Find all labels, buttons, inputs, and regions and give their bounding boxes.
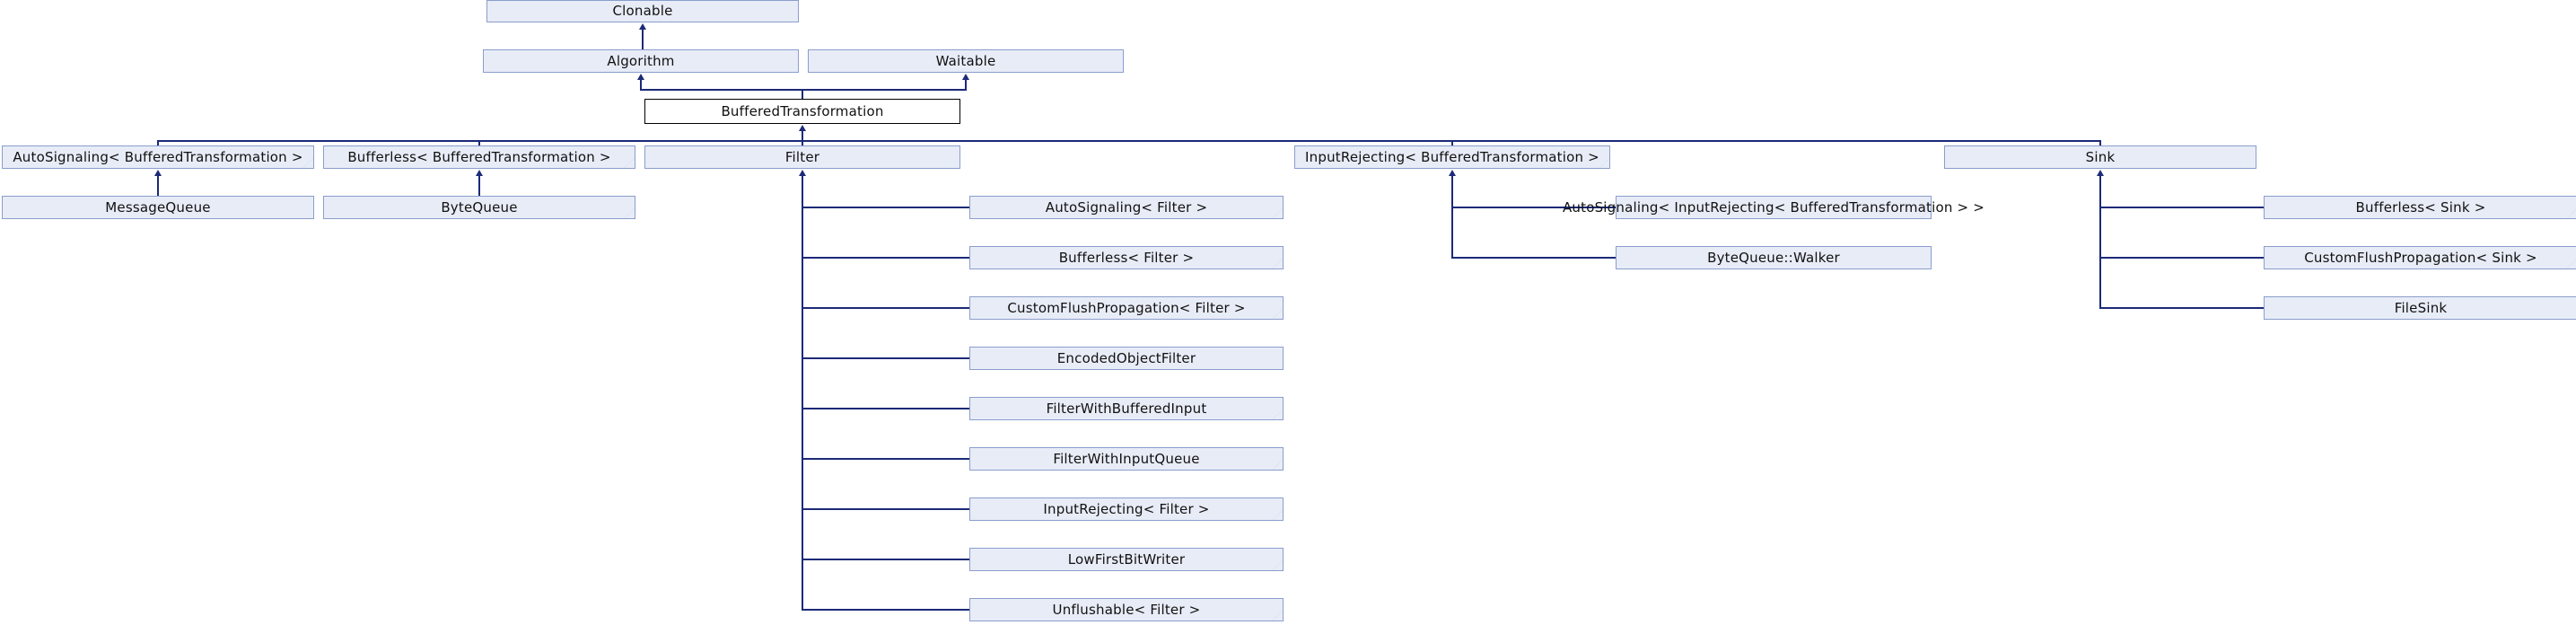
edge-bus-to-autosignaling-bt xyxy=(157,140,159,145)
class-node-label: InputRejecting< BufferedTransformation > xyxy=(1305,148,1599,165)
class-node-customflushpropagation-sink[interactable]: CustomFlushPropagation< Sink > xyxy=(2264,246,2576,269)
edge-algorithm-to-clonable xyxy=(642,29,644,49)
class-node-label: AutoSignaling< Filter > xyxy=(1045,198,1208,216)
edge-filter-to-encodedobjectfilter xyxy=(802,357,969,359)
edge-sink-to-filesink xyxy=(2099,307,2264,309)
class-node-label: EncodedObjectFilter xyxy=(1056,349,1196,366)
class-node-label: AutoSignaling< InputRejecting< BufferedT… xyxy=(1562,198,1985,216)
class-node-autosignaling-filter[interactable]: AutoSignaling< Filter > xyxy=(969,196,1284,219)
class-node-label: Bufferless< Filter > xyxy=(1058,249,1195,266)
edge-bus-bt-parents xyxy=(640,89,967,91)
class-node-lowfirstbitwriter[interactable]: LowFirstBitWriter xyxy=(969,548,1284,571)
class-node-label: Algorithm xyxy=(607,52,675,69)
class-node-label: MessageQueue xyxy=(105,198,211,216)
class-node-label: AutoSignaling< BufferedTransformation > xyxy=(13,148,303,165)
class-node-filter[interactable]: Filter xyxy=(644,145,960,169)
edge-sink-to-customflushpropagation-sink xyxy=(2099,257,2264,259)
edge-bus-bt-children xyxy=(157,140,2101,142)
class-node-autosignaling-inputrejecting-bt[interactable]: AutoSignaling< InputRejecting< BufferedT… xyxy=(1563,196,1985,219)
class-node-label: CustomFlushPropagation< Sink > xyxy=(2304,249,2537,266)
class-node-waitable[interactable]: Waitable xyxy=(808,49,1124,73)
class-node-label: InputRejecting< Filter > xyxy=(1043,500,1210,517)
class-node-autosignaling-bt[interactable]: AutoSignaling< BufferedTransformation > xyxy=(2,145,314,169)
edge-filter-to-filterwithbufferedinput xyxy=(802,408,969,409)
edge-inputrejecting-bt-to-bytequeue-walker xyxy=(1451,257,1616,259)
edge-filter-to-customflushpropagation-filter xyxy=(802,307,969,309)
class-node-label: Sink xyxy=(2085,148,2116,165)
edge-rail-filter xyxy=(802,175,803,610)
edge-filter-to-inputrejecting-filter xyxy=(802,508,969,510)
class-node-clonable[interactable]: Clonable xyxy=(486,0,799,22)
class-node-label: BufferedTransformation xyxy=(721,102,884,119)
class-node-label: FilterWithInputQueue xyxy=(1053,450,1200,467)
arrow-bt-to-algorithm xyxy=(637,74,644,80)
class-node-bufferless-bt[interactable]: Bufferless< BufferedTransformation > xyxy=(323,145,635,169)
class-node-messagequeue[interactable]: MessageQueue xyxy=(2,196,314,219)
arrow-bt-to-waitable xyxy=(962,74,969,80)
class-node-label: Clonable xyxy=(612,3,673,19)
class-node-filesink[interactable]: FileSink xyxy=(2264,296,2576,320)
edge-filter-to-bufferless-filter xyxy=(802,257,969,259)
edge-inputrejecting-bt-to-autosignaling-inputrejecting-bt xyxy=(1451,207,1616,208)
class-node-unflushable-filter[interactable]: Unflushable< Filter > xyxy=(969,598,1284,621)
class-node-label: ByteQueue xyxy=(441,198,518,216)
arrow-children-to-filter xyxy=(799,170,806,176)
arrow-bytequeue-to-bufferless-bt xyxy=(476,170,483,176)
edge-filter-to-unflushable-filter xyxy=(802,609,969,611)
class-node-label: CustomFlushPropagation< Filter > xyxy=(1007,299,1246,316)
class-node-label: Bufferless< Sink > xyxy=(2355,198,2486,216)
arrow-algorithm-to-clonable xyxy=(639,23,646,30)
edge-bus-to-bufferless-bt xyxy=(478,140,480,145)
arrow-children-to-inputrejecting-bt xyxy=(1449,170,1456,176)
arrow-children-to-bt xyxy=(799,125,806,131)
edge-rail-inputrejecting-bt xyxy=(1451,175,1453,258)
class-node-algorithm[interactable]: Algorithm xyxy=(483,49,799,73)
edge-messagequeue-to-autosignaling-bt xyxy=(157,175,159,196)
edge-bt-to-waitable xyxy=(965,79,967,89)
edge-bytequeue-to-bufferless-bt xyxy=(478,175,480,196)
class-node-label: LowFirstBitWriter xyxy=(1067,550,1186,568)
class-node-bufferless-sink[interactable]: Bufferless< Sink > xyxy=(2264,196,2576,219)
class-node-inputrejecting-bt[interactable]: InputRejecting< BufferedTransformation > xyxy=(1294,145,1610,169)
arrow-children-to-sink xyxy=(2097,170,2104,176)
class-node-encodedobjectfilter[interactable]: EncodedObjectFilter xyxy=(969,347,1284,370)
class-node-sink[interactable]: Sink xyxy=(1944,145,2256,169)
edge-bus-to-inputrejecting-bt xyxy=(1451,140,1453,145)
edge-filter-to-lowfirstbitwriter xyxy=(802,559,969,560)
arrow-messagequeue-to-autosignaling-bt xyxy=(154,170,162,176)
class-node-bufferedtransformation[interactable]: BufferedTransformation xyxy=(644,99,960,124)
edge-filter-to-filterwithinputqueue xyxy=(802,458,969,460)
class-node-filterwithinputqueue[interactable]: FilterWithInputQueue xyxy=(969,447,1284,471)
edge-bus-to-bt xyxy=(802,89,803,99)
class-node-label: Unflushable< Filter > xyxy=(1052,601,1201,618)
class-node-bytequeue[interactable]: ByteQueue xyxy=(323,196,635,219)
class-node-label: Bufferless< BufferedTransformation > xyxy=(347,148,611,165)
class-node-label: FilterWithBufferedInput xyxy=(1046,400,1207,417)
edge-bt-to-algorithm xyxy=(640,79,642,89)
class-node-inputrejecting-filter[interactable]: InputRejecting< Filter > xyxy=(969,497,1284,521)
edge-filter-to-autosignaling-filter xyxy=(802,207,969,208)
class-node-bufferless-filter[interactable]: Bufferless< Filter > xyxy=(969,246,1284,269)
class-node-bytequeue-walker[interactable]: ByteQueue::Walker xyxy=(1616,246,1932,269)
edge-rail-sink xyxy=(2099,175,2101,308)
edge-bt-down xyxy=(802,130,803,140)
class-node-label: ByteQueue::Walker xyxy=(1707,249,1840,266)
class-node-label: Waitable xyxy=(935,52,996,69)
class-node-label: Filter xyxy=(784,148,820,165)
edge-sink-to-bufferless-sink xyxy=(2099,207,2264,208)
edge-bus-to-filter xyxy=(802,140,803,145)
edge-bus-to-sink xyxy=(2099,140,2101,145)
class-node-filterwithbufferedinput[interactable]: FilterWithBufferedInput xyxy=(969,397,1284,420)
class-node-label: FileSink xyxy=(2394,299,2448,316)
class-node-customflushpropagation-filter[interactable]: CustomFlushPropagation< Filter > xyxy=(969,296,1284,320)
